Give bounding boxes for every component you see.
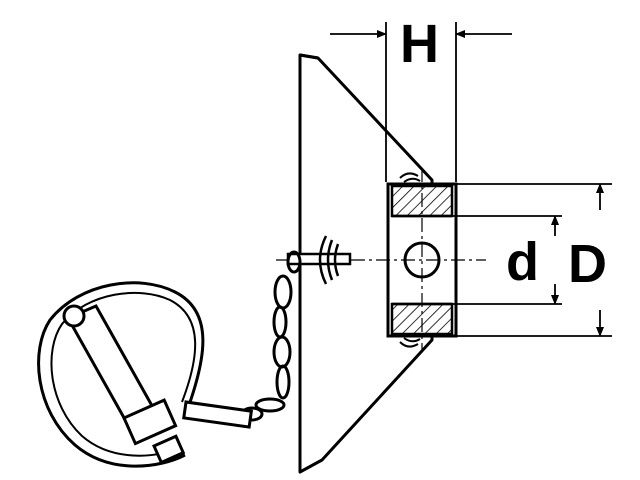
lynch-pin: [37, 281, 254, 468]
mounting-plate: [298, 53, 434, 474]
weld-marks: [399, 172, 421, 348]
label-H: H: [400, 14, 439, 74]
chain: [240, 250, 302, 422]
dimension-D: [456, 183, 612, 337]
dimension-H: [330, 22, 512, 182]
retaining-pin: [286, 235, 352, 285]
dimension-d: [452, 215, 562, 305]
label-d: d: [506, 232, 539, 292]
label-D: D: [568, 234, 607, 294]
